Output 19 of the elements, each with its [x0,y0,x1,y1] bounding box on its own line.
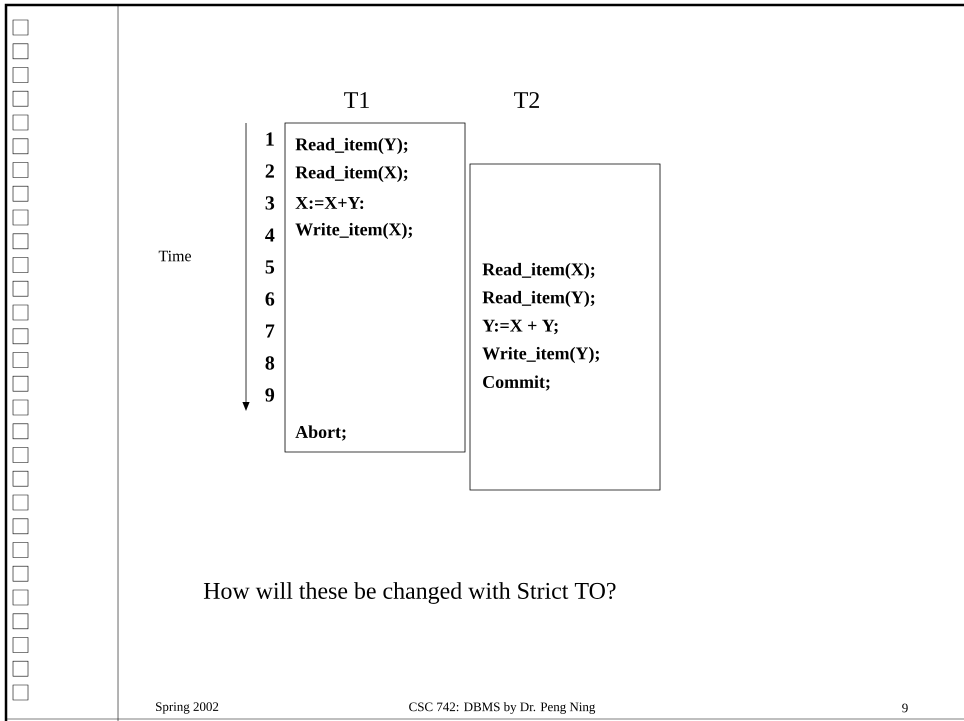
statement: X:=X+Y: [296,197,364,209]
footer-course: CSC 742: DBMS by Dr. Peng Ning [409,702,596,714]
page-number: 9 [902,704,908,712]
question: How will these be changed with Strict TO? [204,582,616,604]
transaction-box [470,92,660,490]
statement: Write_item(Y); [482,346,599,364]
footer-date: Spring 2002 [156,702,218,714]
statement: Write_item(X); [295,222,412,240]
statement: Read_item(X); [296,166,408,182]
statement: Commit; [483,375,550,391]
statement: Read_item(Y); [482,290,594,308]
axis-label: Time [158,250,191,262]
column-heading: T2 [514,92,539,108]
column-heading: T1 [344,92,369,108]
statement: Read_item(X); [482,262,594,280]
statement: Y:=X + Y; [482,320,558,334]
statement: Read_item(Y); [296,138,408,154]
statement: Abort; [295,425,346,441]
transaction-box [284,92,466,452]
